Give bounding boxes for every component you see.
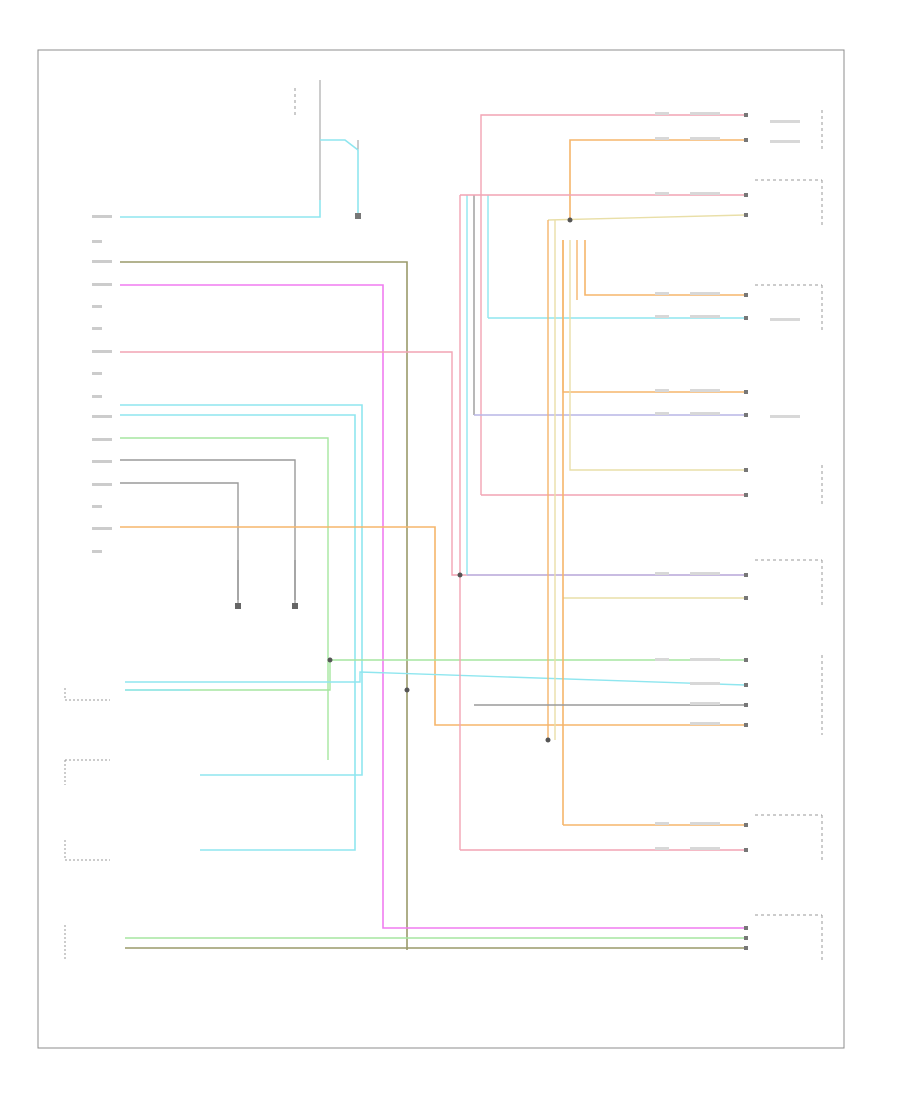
wire-gray-mid-2 [120,482,239,600]
wire-cyan-mid-2 [120,414,356,851]
wire-green-mid [120,437,329,760]
left-component-4 [64,925,745,960]
right-terminals [744,113,748,950]
splice-bundle-upper [459,195,489,850]
left-pin-column [92,215,112,553]
wire-gray-mid-1 [120,459,296,600]
wire-pink-main [120,351,745,576]
left-component-3 [64,840,110,861]
right-harness [327,114,746,851]
wire-olive-main [120,261,408,950]
top-connector [294,80,361,219]
wire-cyan-top [120,200,321,218]
right-components [755,110,823,960]
diagram-frame [37,49,845,1049]
left-component-2 [64,759,110,785]
ground-symbol-1 [235,560,241,609]
wire-cyan-mid-1 [120,404,363,776]
left-component-1 [64,659,746,701]
wire-orange-main [120,526,745,726]
ground-symbol-2 [292,560,298,609]
wire-label-marks [655,112,800,850]
wire-magenta-main [120,284,745,929]
